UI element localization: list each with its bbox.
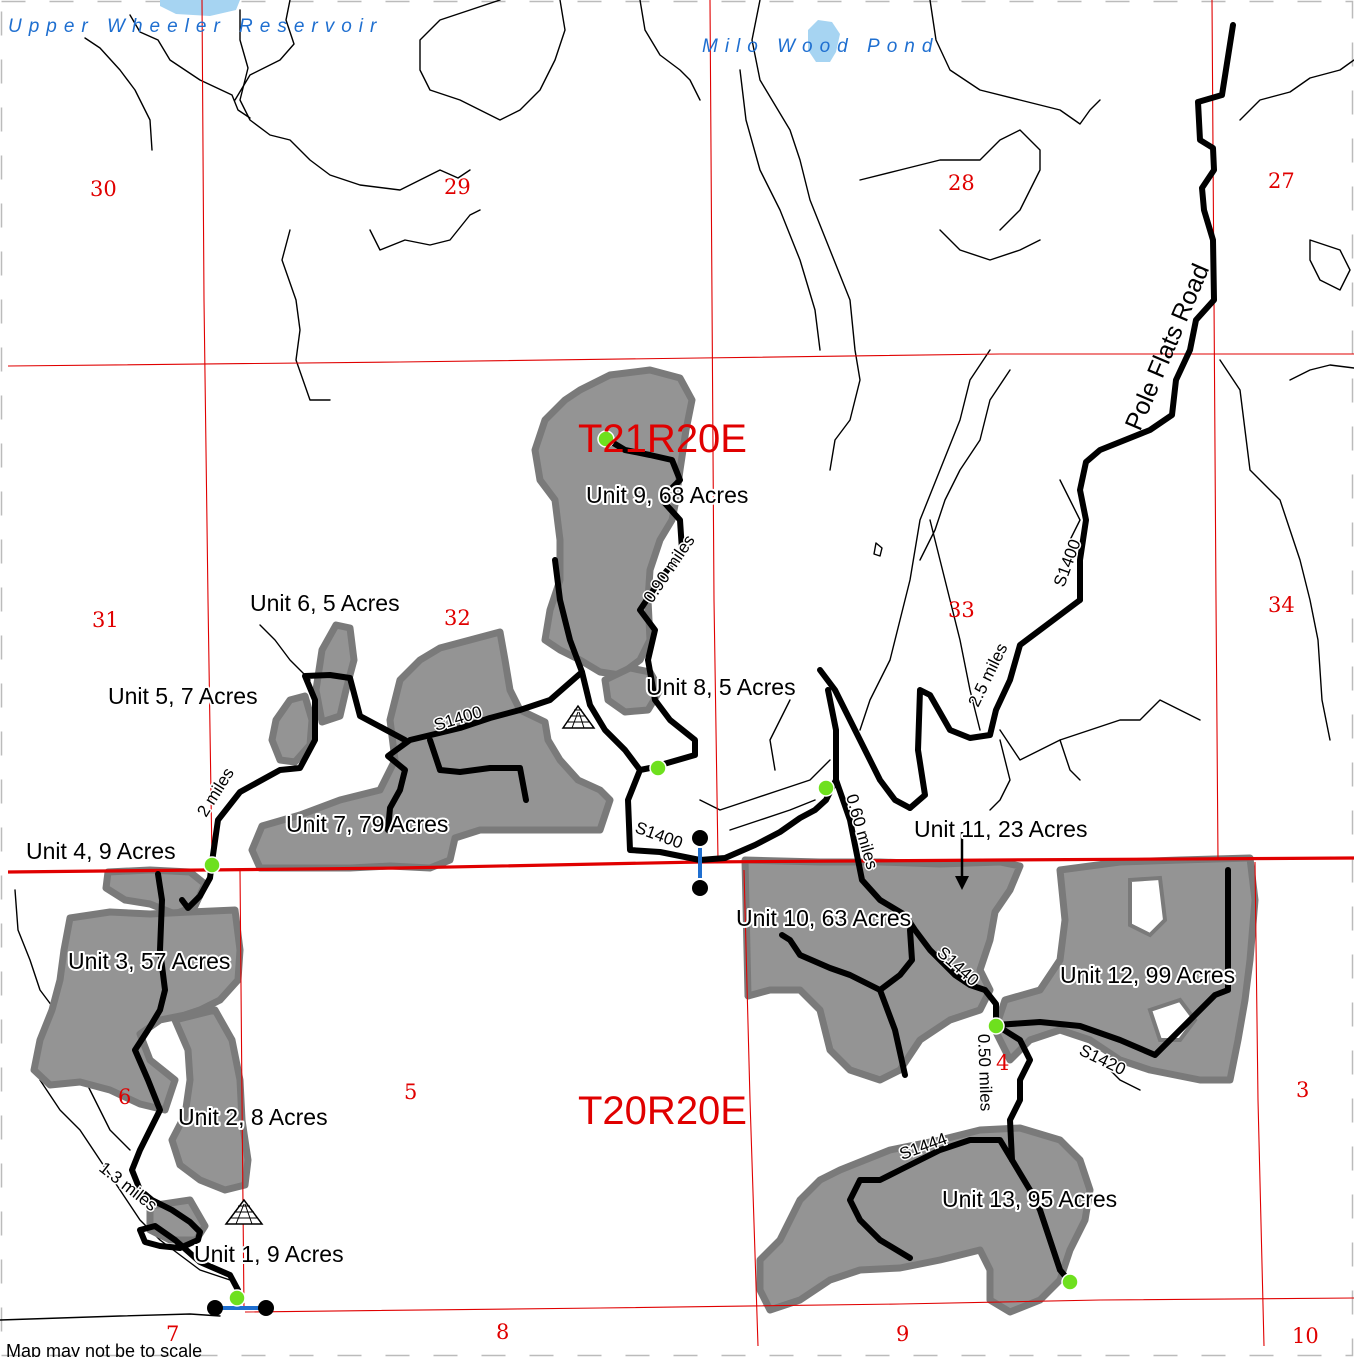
gate-unit-1 xyxy=(207,1300,274,1316)
unit-10-11-polygon xyxy=(741,856,1024,1084)
section-number: 4 xyxy=(996,1051,1009,1075)
section-number: 34 xyxy=(1268,593,1295,617)
water-label: Milo Wood Pond xyxy=(702,36,939,57)
landing-point xyxy=(817,779,835,797)
section-number: 9 xyxy=(896,1322,909,1346)
section-numbers: 30 29 28 27 31 32 33 34 6 5 4 3 7 8 9 10 xyxy=(90,169,1319,1348)
section-number: 28 xyxy=(948,171,975,195)
unit-9-polygon xyxy=(531,366,696,679)
roads xyxy=(129,22,1236,1293)
section-number: 33 xyxy=(948,598,975,622)
section-number: 5 xyxy=(404,1080,417,1104)
unit-label: Unit 11, 23 Acres xyxy=(914,816,1087,842)
rock-pit-icon-2 xyxy=(224,1198,264,1225)
section-number: 27 xyxy=(1268,169,1295,193)
rock-pit-icon xyxy=(561,704,596,729)
section-number: 30 xyxy=(90,177,117,201)
township-label: T20R20E xyxy=(578,1089,747,1133)
section-number: 6 xyxy=(118,1085,131,1109)
distance-label: 2.5 miles xyxy=(965,640,1012,709)
unit-label: Unit 3, 57 Acres xyxy=(68,948,230,974)
landing-point xyxy=(649,759,667,777)
section-lines xyxy=(7,0,1354,1347)
unit-label: Unit 6, 5 Acres xyxy=(250,590,400,616)
distance-label: 0.50 miles xyxy=(974,1033,996,1111)
unit-labels: Unit 1, 9 Acres Unit 2, 8 Acres Unit 3, … xyxy=(24,480,1237,1269)
landing-point xyxy=(228,1289,246,1307)
unit-label: Unit 10, 63 Acres xyxy=(736,905,911,931)
unit-label: Unit 13, 95 Acres xyxy=(942,1186,1117,1212)
distance-label: 2 miles xyxy=(193,764,238,820)
distance-label: 1.3 miles xyxy=(96,1158,161,1215)
gate-s1400 xyxy=(692,830,708,896)
unit-label: Unit 2, 8 Acres xyxy=(178,1104,328,1130)
unit-label: Unit 4, 9 Acres xyxy=(26,838,176,864)
unit-label: Unit 5, 7 Acres xyxy=(108,683,258,709)
road-label-pole-flats: Pole Flats Road xyxy=(1120,260,1215,435)
landing-point xyxy=(597,430,615,448)
section-number: 29 xyxy=(444,175,471,199)
pole-flats-road-line xyxy=(1077,22,1236,603)
unit-3-polygon xyxy=(30,906,244,1114)
section-number: 32 xyxy=(444,606,471,630)
landing-point xyxy=(1061,1273,1079,1291)
milo-wood-pond-shape xyxy=(808,20,840,62)
unit-label: Unit 9, 68 Acres xyxy=(586,482,748,508)
upper-wheeler-reservoir-shape xyxy=(160,0,240,16)
section-number: 10 xyxy=(1292,1324,1319,1348)
section-number: 3 xyxy=(1296,1078,1309,1102)
unit-label: Unit 8, 5 Acres xyxy=(646,674,796,700)
unit-13-polygon xyxy=(756,1124,1094,1316)
s1400-road-line xyxy=(907,597,1083,811)
unit-11-arrow xyxy=(955,832,969,890)
road-label-s1400: S1400 xyxy=(633,818,686,853)
unit-label: Unit 1, 9 Acres xyxy=(194,1241,344,1267)
landing-point xyxy=(203,856,221,874)
section-number: 7 xyxy=(166,1322,179,1346)
drainage-lines xyxy=(0,0,1354,1321)
unit-label: Unit 12, 99 Acres xyxy=(1060,962,1235,988)
section-number: 31 xyxy=(92,608,119,632)
township-label: T21R20E xyxy=(578,417,747,461)
unit-12-hole xyxy=(1128,875,1168,938)
water-label: Upper Wheeler Reservoir xyxy=(8,16,383,37)
map-disclaimer: Map may not be to scale xyxy=(6,1341,202,1357)
unit-label: Unit 7, 79 Acres xyxy=(286,811,448,837)
unit-2-polygon xyxy=(168,1006,252,1194)
section-number: 8 xyxy=(496,1320,509,1344)
landing-points xyxy=(203,430,1079,1307)
landing-point xyxy=(987,1017,1005,1035)
